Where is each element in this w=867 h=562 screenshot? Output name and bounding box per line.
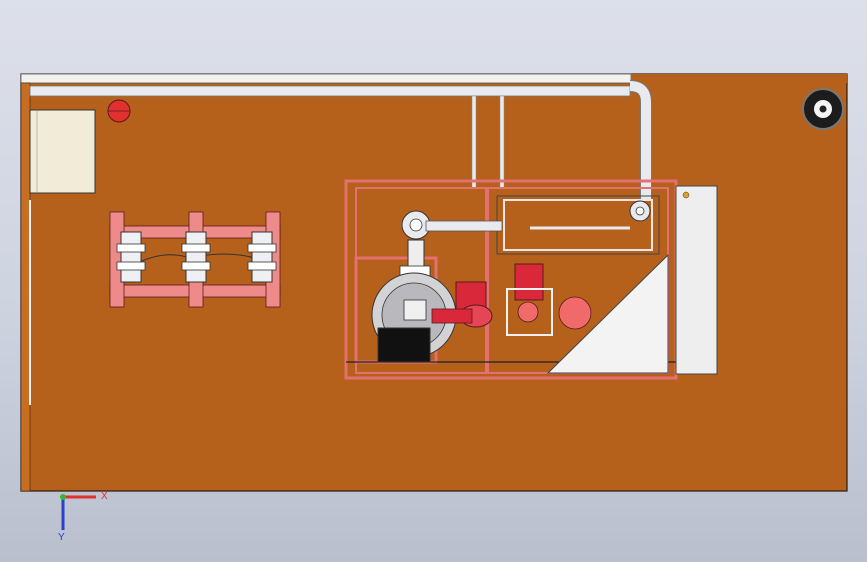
- valve-unit[interactable]: [247, 231, 277, 283]
- valve-rack[interactable]: [109, 211, 281, 308]
- x-axis-label: X: [101, 491, 108, 502]
- electrical-panel[interactable]: [546, 185, 718, 375]
- red-tank[interactable]: [107, 99, 131, 123]
- pump-assembly[interactable]: [371, 210, 503, 363]
- control-cabinet[interactable]: [29, 109, 96, 194]
- valve-unit[interactable]: [116, 231, 146, 283]
- valve-unit[interactable]: [181, 231, 211, 283]
- coordinate-triad: X Y: [58, 491, 108, 543]
- y-axis-label: Y: [58, 532, 65, 543]
- process-tank[interactable]: [496, 195, 660, 255]
- main-pipe[interactable]: [29, 80, 652, 210]
- pump-motor[interactable]: [431, 263, 592, 336]
- exhaust-fan[interactable]: [802, 88, 844, 130]
